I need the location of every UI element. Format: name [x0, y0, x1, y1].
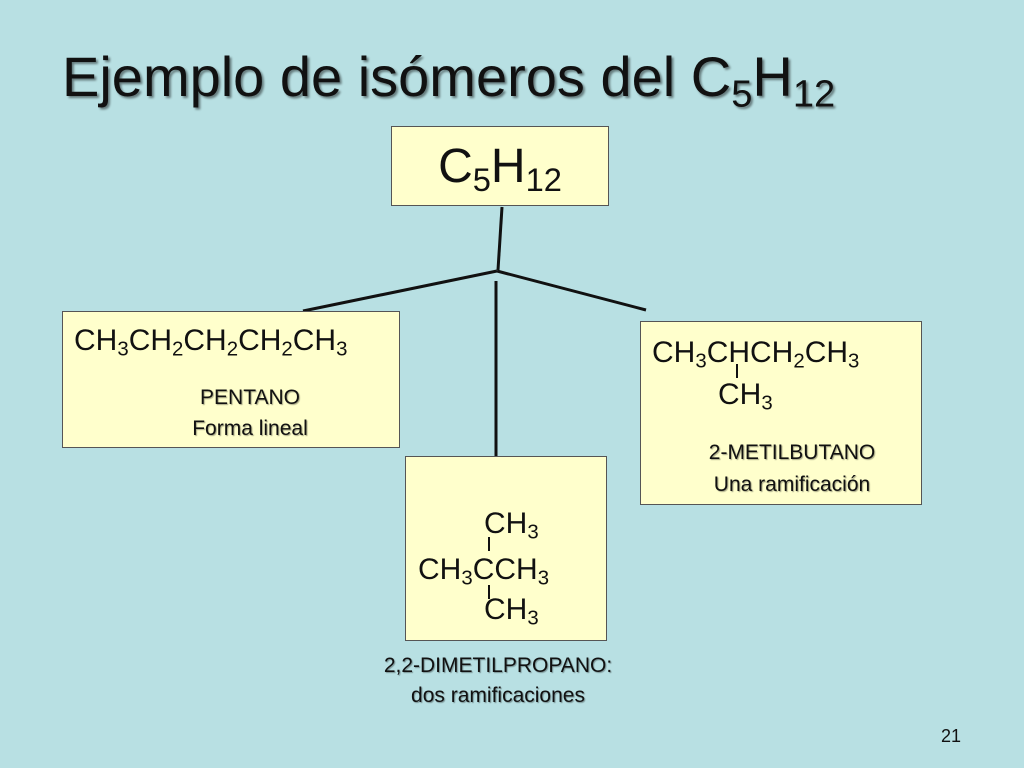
metilbutano-box: CH3CHCH2CH3 CH3 [640, 321, 922, 505]
pentano-description: Forma lineal [192, 417, 308, 440]
dimetilpropano-name: 2,2-DIMETILPROPANO: [383, 654, 613, 677]
metil-branch-bond [736, 364, 738, 378]
root-stem-line [496, 206, 504, 271]
metilbutano-description: Una ramificación [713, 473, 871, 496]
pentano-formula: CH3CH2CH2CH2CH3 [74, 324, 348, 361]
dimetil-main-chain: CH3CCH3 [418, 553, 550, 590]
root-formula: C5H12 [438, 140, 562, 199]
page-number: 21 [940, 726, 961, 746]
dimetilpropano-description: dos ramificaciones [411, 684, 585, 707]
pentano-name: PENTANO [200, 386, 300, 409]
dimetilpropano-box: CH3 CH3CCH3 CH3 [405, 456, 607, 641]
metil-main-chain: CH3CHCH2CH3 [652, 336, 860, 373]
branch-right-line [496, 269, 647, 312]
dimetil-top-bond [488, 537, 490, 551]
dimetil-bottom-group: CH3 [484, 593, 539, 630]
slide-title: Ejemplo de isómeros del C5H12 [62, 45, 836, 116]
dimetil-top-group: CH3 [484, 507, 539, 544]
metilbutano-name: 2-METILBUTANO [708, 441, 876, 464]
branch-left-line [302, 269, 498, 313]
dimetil-bottom-bond [488, 585, 490, 599]
metil-branch-group: CH3 [718, 378, 773, 415]
root-formula-box: C5H12 [391, 126, 609, 206]
pentano-box: CH3CH2CH2CH2CH3 [62, 311, 400, 448]
